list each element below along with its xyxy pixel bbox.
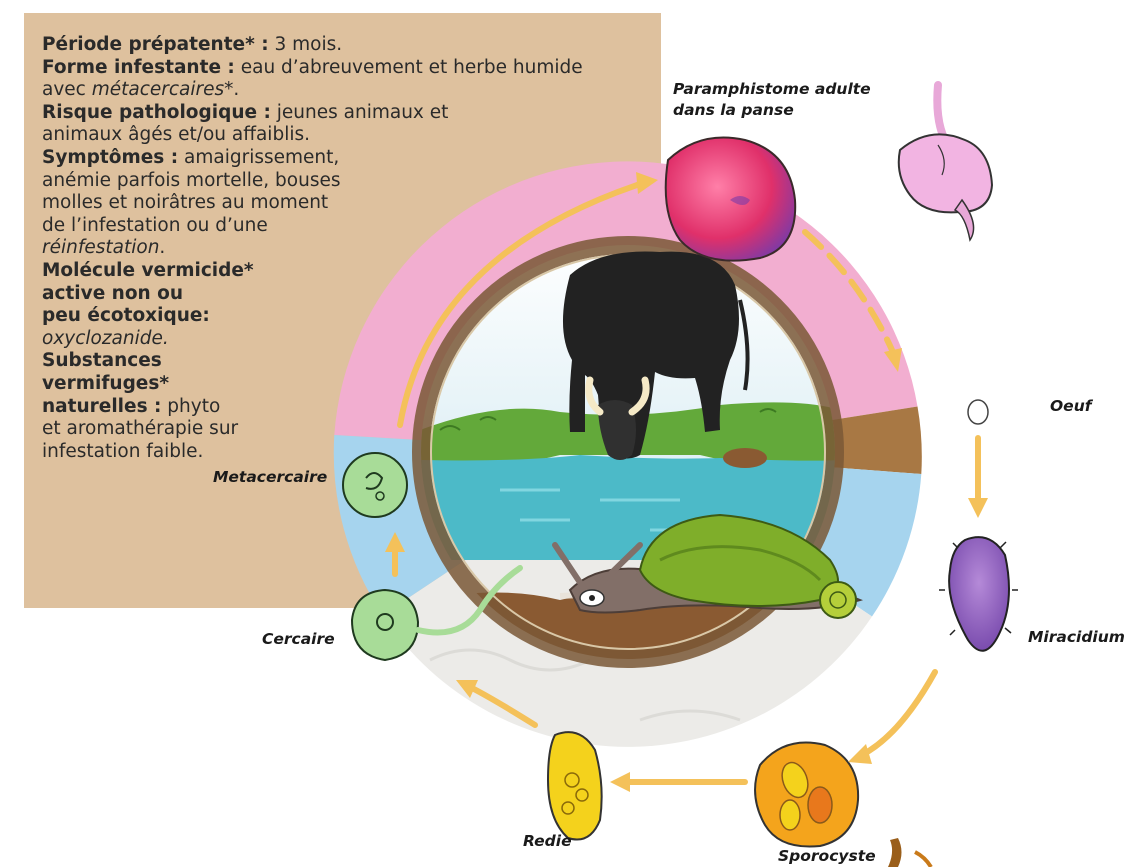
arrow-miracidium-to-sporocyst [862,672,935,755]
info-molecule: Molécule vermicide* [42,260,662,283]
redia-stage [548,732,602,839]
adult-fluke-detail [899,85,992,240]
snail-trail-detail [888,838,902,867]
label-sporocyst: Sporocyste [778,847,876,865]
info-form: Forme infestante : eau d’abreuvement et … [42,57,662,80]
label-adult-line2: dans la panse [673,101,794,119]
miracidium-stage [939,537,1018,651]
info-panel-text: Période prépatente* : 3 mois. Forme infe… [42,34,662,463]
egg-stage [968,400,988,424]
label-adult-line1: Paramphistome adulte [673,80,871,98]
sporocyst-stage [755,743,858,847]
info-substances: Substances [42,350,662,373]
adult-fluke-stage [666,138,796,261]
label-metacercaria: Metacercaire [213,468,327,486]
info-risk: Risque pathologique : jeunes animaux et [42,102,662,125]
info-prepatent: Période prépatente* : 3 mois. [42,34,662,57]
label-redia: Redie [523,832,572,850]
label-miracidium: Miracidium [1028,628,1125,646]
label-cercaria: Cercaire [262,630,335,648]
info-symptoms: Symptômes : amaigrissement, [42,147,662,170]
label-egg: Oeuf [1050,397,1091,415]
